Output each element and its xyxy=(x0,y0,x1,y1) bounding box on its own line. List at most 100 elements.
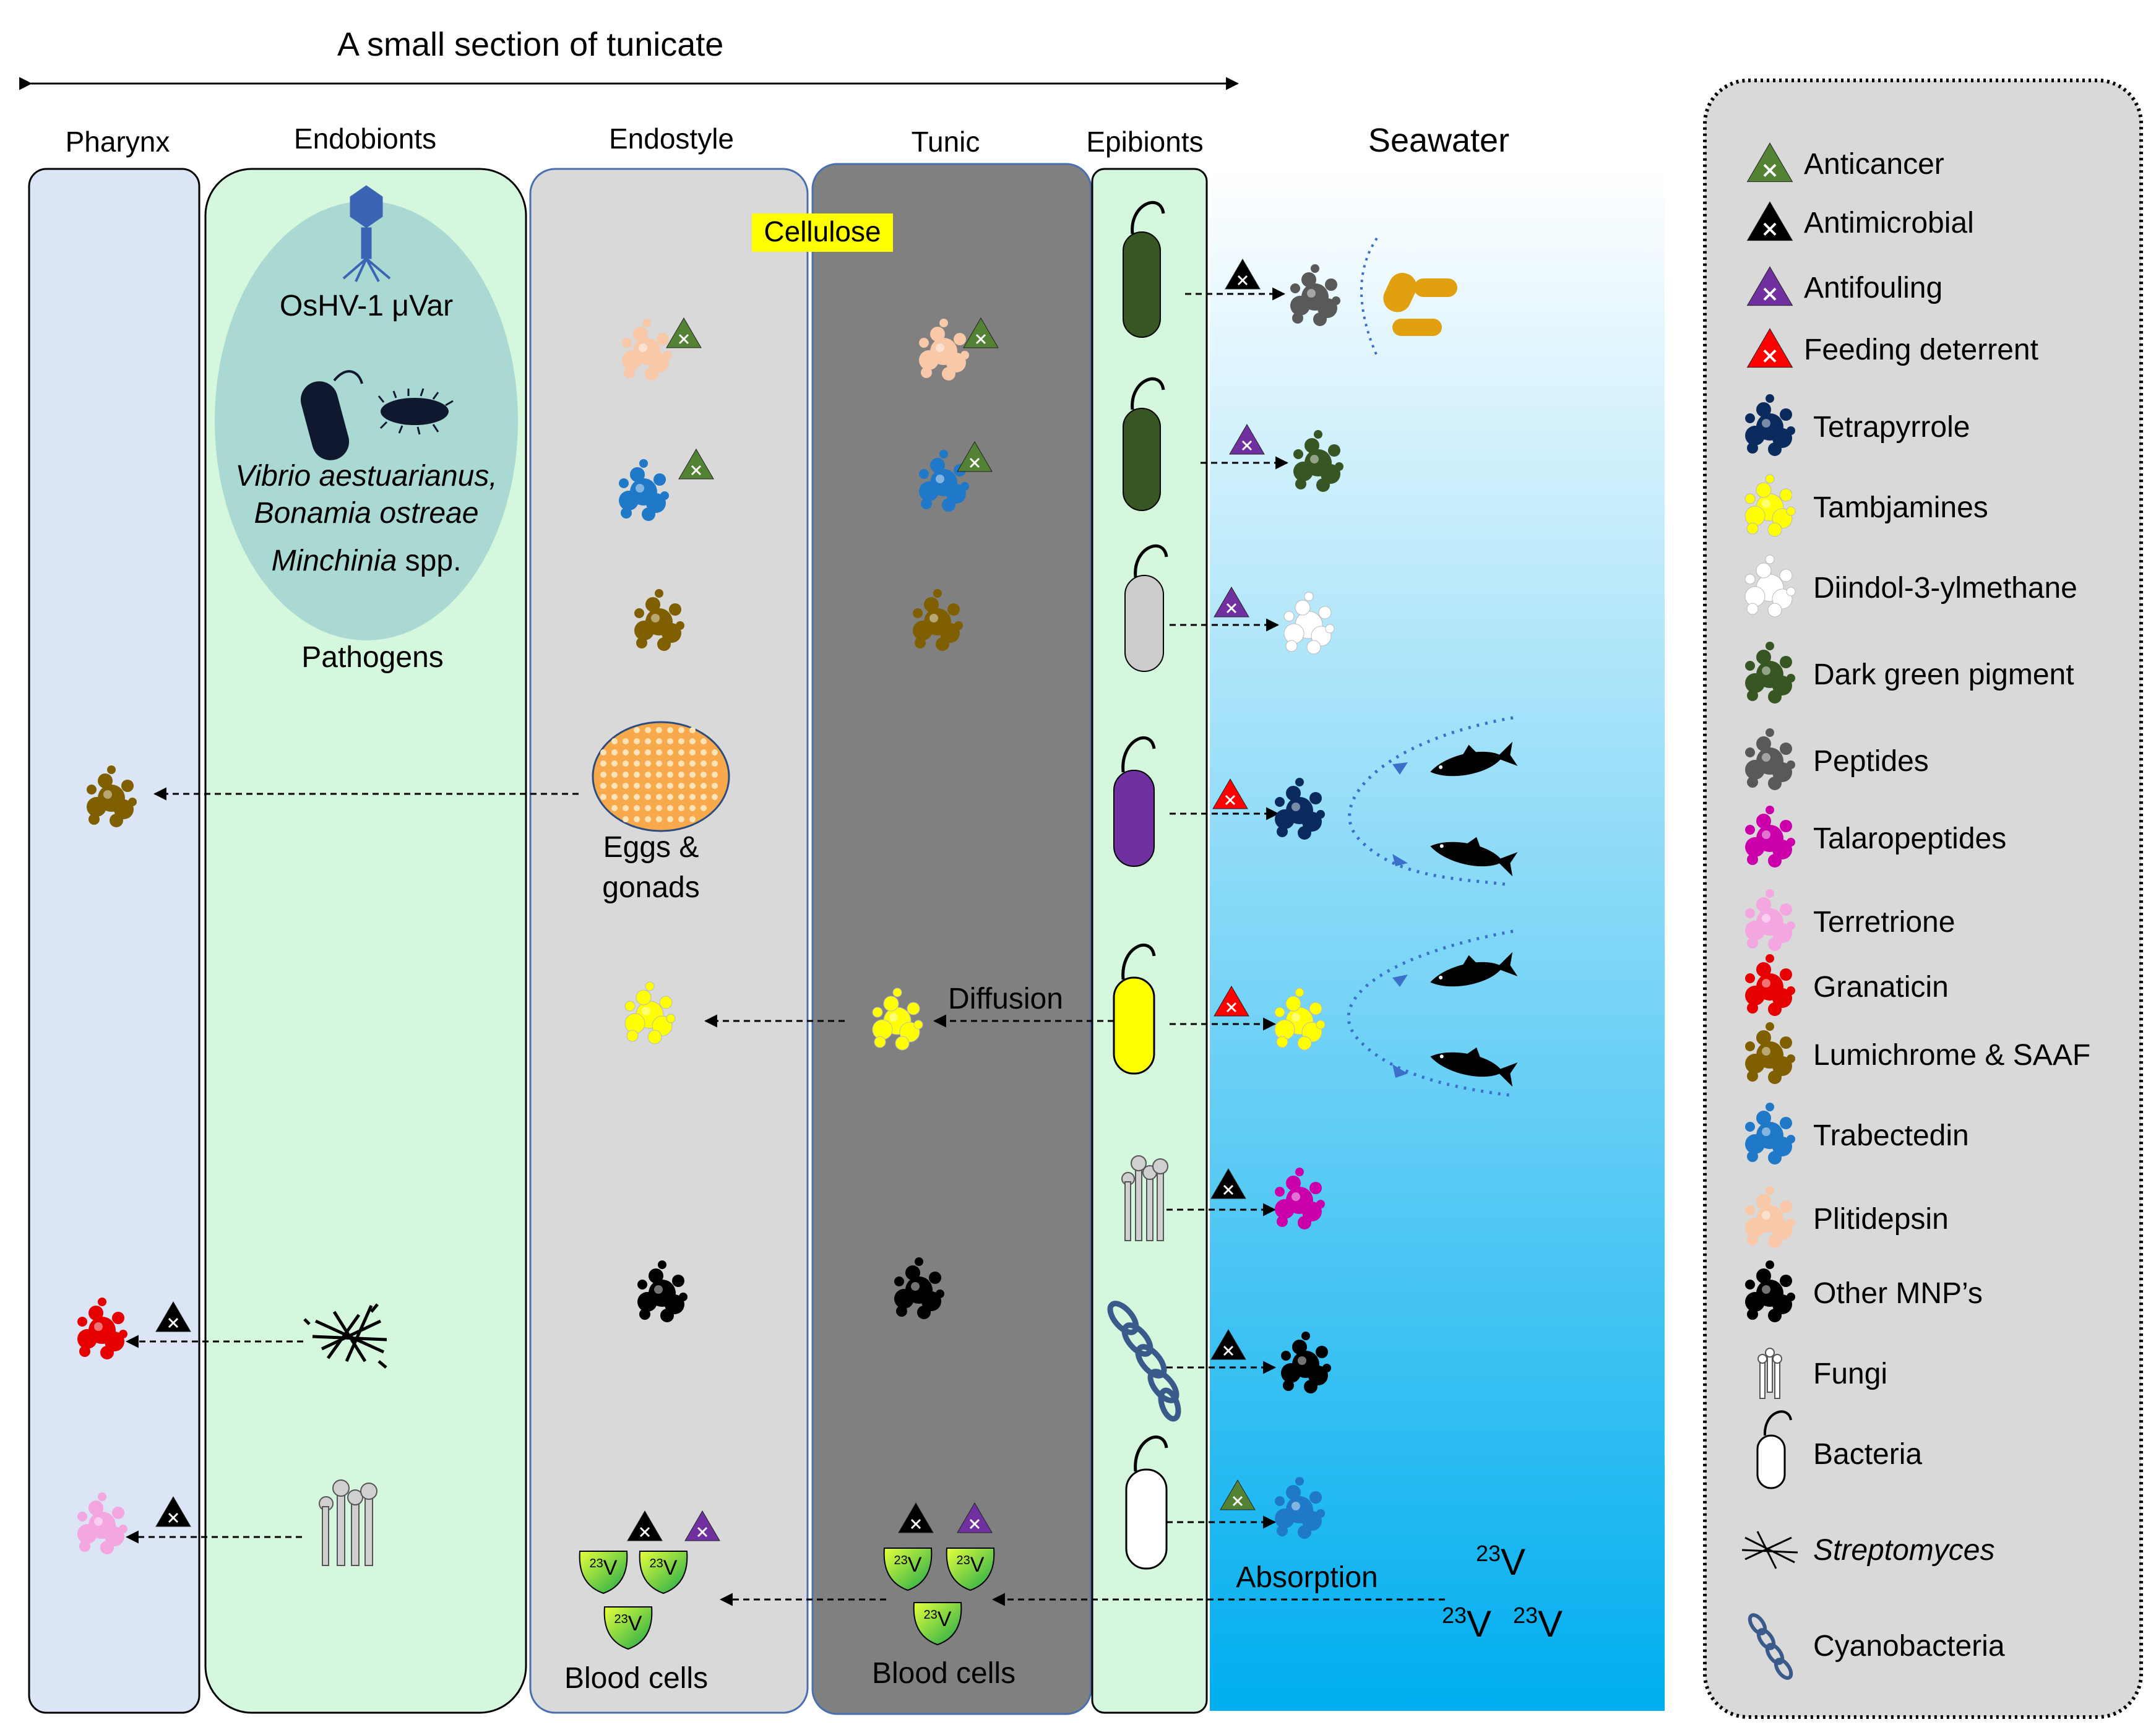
sea-peptides-cluster xyxy=(1290,264,1340,326)
legend-antifouling-icon xyxy=(1746,266,1793,306)
legend-plitidepsin-icon xyxy=(1745,1186,1795,1248)
eggs-gonads-icon xyxy=(592,721,730,832)
vanadium-cell-mass: 23 xyxy=(894,1554,908,1567)
endostyle-plitidepsin-cluster xyxy=(622,319,672,381)
streptomyces-icon xyxy=(1741,1531,1798,1569)
fish-arrowheads xyxy=(1392,762,1408,1078)
vanadium-cell-mass: 23 xyxy=(590,1557,603,1570)
vanadium-cell-mass: 23 xyxy=(650,1557,663,1570)
sea-diindol-cluster xyxy=(1283,592,1335,655)
vanadium-mass-3: 23 xyxy=(1513,1603,1538,1628)
legend-feeding-label: Feeding deterrent xyxy=(1804,334,2038,366)
epi-anticancer-tri xyxy=(1220,1479,1256,1510)
legend-item-lumichrome: Lumichrome & SAAF xyxy=(1745,1022,2090,1084)
legend-item-diindol: Diindol-3-ylmethane xyxy=(1744,554,2077,618)
blood-cell-5: 23V xyxy=(946,1548,995,1591)
epibiont-bacteria-2 xyxy=(1123,377,1165,511)
vanadium-symbol-1: V xyxy=(1501,1541,1525,1583)
legend-item-antifouling: Antifouling xyxy=(1746,266,1943,306)
tunic-trabectedin-cluster xyxy=(919,450,969,512)
sensing-arc xyxy=(1360,237,1378,356)
epi-antimicrobial-tri-2 xyxy=(1210,1168,1246,1199)
sea-talaropeptides-cluster xyxy=(1275,1168,1325,1229)
vanadium-cell-symbol: V xyxy=(603,1556,618,1580)
legend-antimicrobial-label: Antimicrobial xyxy=(1804,207,1974,239)
epibionts-header: Epibionts xyxy=(1086,126,1203,158)
legend-talaro-icon xyxy=(1745,806,1795,868)
legend: AnticancerAntimicrobialAntifoulingFeedin… xyxy=(1741,142,2090,1680)
vanadium-mass-1: 23 xyxy=(1476,1541,1501,1566)
pharynx-lumichrome-cluster xyxy=(87,765,137,827)
blood-cell-2: 23V xyxy=(639,1551,688,1595)
epibiont-cyanobacteria-icon xyxy=(1107,1301,1181,1422)
vanadium-cell-symbol: V xyxy=(938,1608,952,1631)
pathogen-oval xyxy=(215,201,518,640)
pathogen-spp: spp. xyxy=(397,545,461,577)
pathogen-genus: Minchinia xyxy=(272,545,397,577)
legend-tetrapyrrole-label: Tetrapyrrole xyxy=(1813,411,1970,444)
endostyle-trabectedin-cluster xyxy=(619,459,669,521)
blood-cell-3: 23V xyxy=(603,1606,653,1650)
epibiont-bacteria-5 xyxy=(1113,944,1156,1075)
epi-antifouling-tri-2 xyxy=(1214,587,1249,618)
vanadium-cell-symbol: V xyxy=(628,1612,642,1635)
vanadium-cell-label: 23V xyxy=(590,1556,618,1580)
bonamia-icon xyxy=(377,388,454,435)
legend-tetrapyrrole-icon xyxy=(1745,394,1795,456)
epi-antimicrobial-tri-3 xyxy=(1210,1329,1246,1360)
endostyle-lumichrome-cluster xyxy=(634,589,684,651)
epibiont-fungi-icon xyxy=(1121,1155,1168,1241)
legend-cyanobacteria-label: Cyanobacteria xyxy=(1813,1630,2005,1663)
legend-anticancer-icon xyxy=(1746,142,1793,183)
tunic-anticancer-tri xyxy=(963,317,999,348)
legend-peptides-label: Peptides xyxy=(1813,745,1929,778)
legend-darkgreen-label: Dark green pigment xyxy=(1813,658,2074,691)
tunic-lumichrome-cluster xyxy=(913,589,963,651)
fish-curves xyxy=(1347,716,1514,1097)
pharynx-terretrione-cluster xyxy=(77,1492,127,1554)
vanadium-cell-symbol: V xyxy=(663,1556,678,1580)
vanadium-cell-label: 23V xyxy=(924,1608,952,1631)
pathogen-name-3: Minchinia spp. xyxy=(272,545,462,577)
legend-trabectedin-label: Trabectedin xyxy=(1813,1119,1969,1152)
virus-label: OsHV-1 μVar xyxy=(280,290,453,322)
pharynx-panel xyxy=(28,168,201,1714)
cellulose-highlight xyxy=(752,213,893,252)
sea-trabectedin-cluster xyxy=(1275,1477,1325,1539)
vanadium-cell-label: 23V xyxy=(957,1553,985,1577)
diffusion-label: Diffusion xyxy=(948,983,1063,1015)
vanadium-cell-label: 23V xyxy=(894,1553,922,1577)
endobiont-streptomyces-icon xyxy=(303,1303,387,1369)
activity-triangles xyxy=(155,259,1265,1541)
legend-item-tetrapyrrole: Tetrapyrrole xyxy=(1745,394,1970,456)
tunic-panel xyxy=(811,163,1092,1715)
target-bacteria-icon xyxy=(1383,272,1457,336)
tunic-othermnp-cluster xyxy=(894,1257,944,1319)
blood-cell-4: 23V xyxy=(883,1548,933,1591)
vibrio-icon xyxy=(300,370,363,460)
dashed-arrows xyxy=(125,287,1445,1606)
legend-othermnp-icon xyxy=(1745,1260,1795,1322)
legend-item-tambjamines: Tambjamines xyxy=(1744,474,1988,537)
legend-peptides-icon xyxy=(1745,728,1795,790)
legend-diindol-icon xyxy=(1744,554,1796,618)
blood-cells-endostyle-label: Blood cells xyxy=(564,1662,708,1695)
pathogens-label: Pathogens xyxy=(301,641,444,674)
endostyle-blood-antifouling-tri xyxy=(684,1510,720,1541)
endostyle-header: Endostyle xyxy=(609,123,734,155)
endostyle-othermnp-cluster xyxy=(637,1260,688,1322)
legend-item-antimicrobial: Antimicrobial xyxy=(1746,201,1974,241)
legend-antimicrobial-icon xyxy=(1746,201,1793,241)
epi-antifouling-tri-1 xyxy=(1229,424,1265,455)
legend-item-terretrione: Terretrione xyxy=(1745,889,1955,951)
legend-item-peptides: Peptides xyxy=(1745,728,1929,790)
legend-item-plitidepsin: Plitidepsin xyxy=(1745,1186,1949,1248)
endostyle-anticancer-tri-2 xyxy=(678,449,714,480)
endostyle-tambjamines-cluster xyxy=(624,981,676,1044)
pharynx-granaticin-cluster xyxy=(77,1298,127,1359)
endostyle-panel xyxy=(529,168,809,1714)
legend-feeding-icon xyxy=(1746,328,1793,368)
vanadium-label-2: 23V xyxy=(1442,1603,1491,1645)
legend-othermnp-label: Other MNP’s xyxy=(1813,1277,1983,1310)
